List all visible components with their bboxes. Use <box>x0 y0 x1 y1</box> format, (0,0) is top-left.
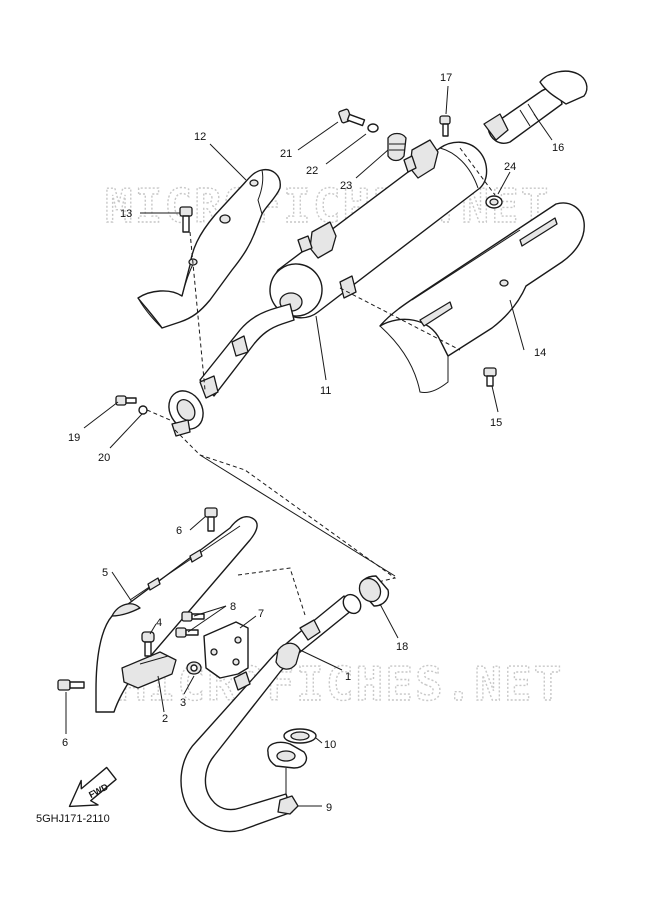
part-20-washer[interactable] <box>138 405 148 415</box>
callout-20: 20 <box>98 452 110 464</box>
part-23-damper[interactable] <box>387 132 407 162</box>
callout-8: 8 <box>230 601 236 613</box>
guide-line-assembly <box>174 429 397 616</box>
part-13-bolt[interactable] <box>179 206 193 233</box>
callout-6-lower: 6 <box>62 737 68 749</box>
guide-line-24 <box>459 147 496 196</box>
callout-labels: 1 2 3 4 5 6 6 7 8 9 10 11 12 13 14 15 16… <box>62 72 564 814</box>
callout-9: 9 <box>326 802 332 814</box>
part-18-gasket[interactable] <box>355 575 390 607</box>
callout-18: 18 <box>396 641 408 653</box>
fwd-arrow-icon: FWD <box>68 766 117 808</box>
leader-lines-upper <box>83 85 553 449</box>
part-6-bolt-upper[interactable] <box>204 507 218 532</box>
callout-21: 21 <box>280 148 292 160</box>
callout-15: 15 <box>490 417 502 429</box>
diagram-code: 5GHJ171-2110 <box>36 813 110 825</box>
part-21-bolt[interactable] <box>338 108 366 127</box>
callout-4: 4 <box>156 617 162 629</box>
guide-line-13 <box>189 231 206 391</box>
part-24-collar[interactable] <box>485 195 503 209</box>
callout-5: 5 <box>102 567 108 579</box>
part-12-heat-protector[interactable] <box>137 168 281 329</box>
callout-19: 19 <box>68 432 80 444</box>
callout-14: 14 <box>534 347 546 359</box>
part-6-bolt-lower[interactable] <box>57 679 85 691</box>
callout-10: 10 <box>324 739 336 751</box>
part-9-nut[interactable] <box>277 795 299 815</box>
part-4-bolt[interactable] <box>141 631 155 657</box>
callout-12: 12 <box>194 131 206 143</box>
callout-11: 11 <box>320 385 331 397</box>
part-2-bracket[interactable] <box>121 651 177 689</box>
callout-17: 17 <box>440 72 452 84</box>
part-22-washer[interactable] <box>367 123 379 133</box>
part-15-screw[interactable] <box>483 367 497 387</box>
callout-22: 22 <box>306 165 318 177</box>
exhaust-flange[interactable] <box>267 741 308 794</box>
leader-lines-lower <box>65 515 399 807</box>
part-19-bolt[interactable] <box>115 395 137 406</box>
part-17-bolt[interactable] <box>439 115 451 137</box>
callout-2: 2 <box>162 713 168 725</box>
callout-1: 1 <box>345 671 351 683</box>
callout-3: 3 <box>180 697 186 709</box>
part-3-nut[interactable] <box>186 661 202 675</box>
callout-6-upper: 6 <box>176 525 182 537</box>
part-8-bolts[interactable] <box>175 611 205 638</box>
callout-13: 13 <box>120 208 132 220</box>
part-14-rear-protector[interactable] <box>379 202 585 393</box>
callout-16: 16 <box>552 142 564 154</box>
part-1-exhaust-pipe[interactable] <box>180 591 364 833</box>
guide-line-14 <box>339 287 461 351</box>
connecting-pipe[interactable] <box>162 303 295 437</box>
callout-7: 7 <box>258 608 264 620</box>
callout-24: 24 <box>504 161 516 173</box>
part-7-bracket-plate[interactable] <box>203 621 249 679</box>
guide-line-19 <box>146 409 171 421</box>
part-10-gasket[interactable] <box>283 728 317 744</box>
callout-23: 23 <box>340 180 352 192</box>
part-16-tail-pipe[interactable] <box>483 70 588 144</box>
